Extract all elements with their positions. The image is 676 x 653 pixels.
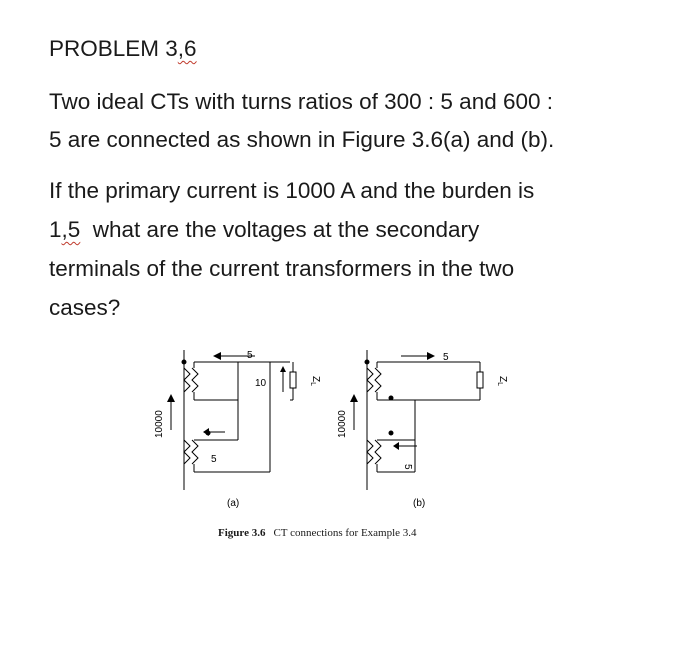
arrow-head-a-lower <box>203 428 209 436</box>
paragraph-line-1: Two ideal CTs with turns ratios of 300 :… <box>49 89 554 114</box>
arrow-head-b-primary <box>350 394 358 402</box>
figure-caption-number: Figure 3.6 <box>218 527 266 539</box>
a-primary-current-label: 10000 <box>154 410 165 438</box>
paragraph-line-2: 5 are connected as shown in Figure 3.6(a… <box>49 127 555 152</box>
b-lower-current-label: 5 <box>402 464 413 470</box>
a-burden-label: ZL <box>309 376 321 386</box>
b-upper-current-label: 5 <box>443 352 449 363</box>
figure-caption-text: CT connections for Example 3.4 <box>273 527 417 539</box>
figure-caption: Figure 3.6 CT connections for Example 3.4 <box>218 527 417 539</box>
paragraph-line-6: cases? <box>49 295 121 320</box>
a-lower-current-label: 5 <box>211 454 217 465</box>
circuit-b <box>353 350 484 490</box>
a-upper-current-label: 5 <box>247 350 253 361</box>
a-figure-label: (a) <box>227 498 239 509</box>
arrow-head-b-upper <box>427 352 435 360</box>
b-burden-label: ZL <box>496 376 508 386</box>
b-primary-current-label: 10000 <box>337 410 348 438</box>
a-burden-current-label: 10 <box>255 378 267 389</box>
arrow-head-a-primary <box>167 394 175 402</box>
ct-connection-figure: 5 10 5 10000 ZL (a) 5 5 10000 ZL (b) <box>154 350 508 509</box>
paragraph-line-5: terminals of the current transformers in… <box>49 256 515 281</box>
circuit-a <box>170 350 297 490</box>
arrow-head-a-upper <box>213 352 221 360</box>
paragraph-line-4: 1,5 what are the voltages at the seconda… <box>49 217 480 242</box>
problem-title: PROBLEM 3,6 <box>49 36 197 61</box>
arrow-head-a-burden <box>280 366 286 372</box>
paragraph-line-3: If the primary current is 1000 A and the… <box>49 178 535 203</box>
b-figure-label: (b) <box>413 498 425 509</box>
arrow-head-b-lower <box>393 442 399 450</box>
